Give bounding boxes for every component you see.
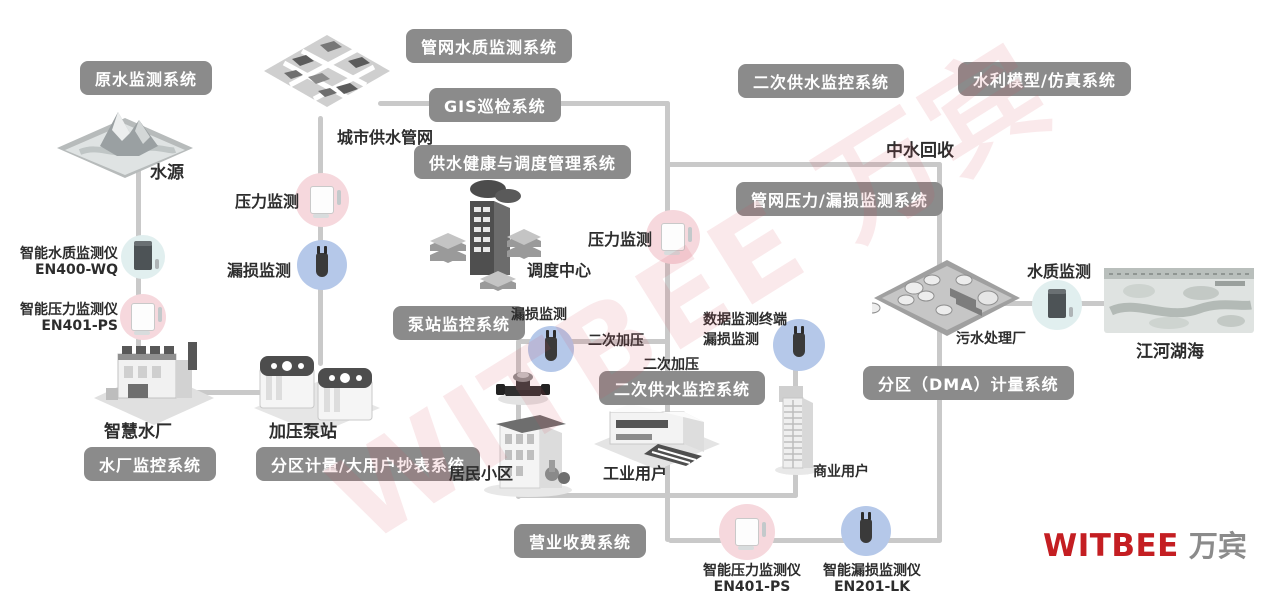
label-bottom-ps-model: EN401-PS <box>713 579 791 595</box>
logo-brand-cn: 万宾 <box>1188 529 1247 563</box>
label-residential: 居民小区 <box>449 464 514 483</box>
wq-logger-circle-left <box>121 235 165 279</box>
label-ps-device-name: 智能压力监测仪 <box>20 302 118 318</box>
pipe-bottom-devices <box>668 538 942 543</box>
label-bottom-lk-model: EN201-LK <box>833 579 911 595</box>
sysbox-district-meter: 分区计量/大用户抄表系统 <box>256 447 480 481</box>
sysbox-pump-monitor: 泵站监控系统 <box>393 306 526 340</box>
leak-circle-mid <box>528 326 574 372</box>
leak-device-icon <box>793 326 805 357</box>
label-reclaimed-water: 中水回收 <box>886 141 954 161</box>
sysbox-plant-monitor: 水厂监控系统 <box>84 447 217 481</box>
sewage-plant-icon <box>863 258 1022 342</box>
label-city-network: 城市供水管网 <box>337 128 434 147</box>
sysbox-dma-metering: 分区（DMA）计量系统 <box>863 366 1074 400</box>
pipe-main-vertical <box>665 101 670 542</box>
label-data-terminal-leak: 漏损监测 <box>703 332 759 348</box>
pipe-plant-to-pump <box>183 390 275 395</box>
pipe-secondary-branch <box>518 339 668 344</box>
water-quality-device-icon <box>134 241 159 270</box>
data-terminal-circle <box>773 319 825 371</box>
label-pressure-left: 压力监测 <box>235 192 300 211</box>
label-commercial: 商业用户 <box>813 464 869 480</box>
residential-building-icon <box>478 402 578 501</box>
pipe-branch-to-residential <box>516 339 521 499</box>
lk-circle-bottom <box>841 506 891 556</box>
leak-device-icon <box>545 330 557 361</box>
pump-station-icon <box>252 342 382 438</box>
pressure-circle-main <box>646 210 700 264</box>
dispatch-center-icon <box>428 175 543 304</box>
sysbox-dispatch-mgmt: 供水健康与调度管理系统 <box>414 145 632 179</box>
label-data-terminal: 数据监测终端 <box>703 312 787 328</box>
sysbox-billing: 营业收费系统 <box>514 524 647 558</box>
city-network-icon <box>262 33 392 132</box>
label-wq-device-name: 智能水质监测仪 <box>20 246 118 262</box>
water-source-icon <box>55 100 195 184</box>
water-meter-icon <box>496 365 550 409</box>
label-wq-right: 水质监测 <box>1027 262 1092 281</box>
label-pump-station: 加压泵站 <box>269 422 337 442</box>
pressure-circle-citynet <box>295 173 349 227</box>
leak-device-icon <box>316 246 328 277</box>
label-wq-device-model: EN400-WQ <box>34 262 118 278</box>
label-secondary-press-1: 二次加压 <box>588 333 644 349</box>
label-leak-mid: 漏损监测 <box>511 307 567 323</box>
ps-monitor-circle-left <box>120 294 166 340</box>
label-sewage-plant: 污水处理厂 <box>956 331 1026 347</box>
pipe-reclaimed-horizontal <box>665 162 942 167</box>
pressure-device-icon <box>131 303 162 335</box>
sysbox-network-quality: 管网水质监测系统 <box>406 29 573 63</box>
commercial-tower-icon <box>771 380 823 479</box>
pressure-device-icon <box>661 223 692 255</box>
water-quality-device-icon <box>1048 289 1073 318</box>
label-rivers-lakes: 江河湖海 <box>1136 342 1204 362</box>
sysbox-hydraulic-model: 水利模型/仿真系统 <box>958 62 1131 96</box>
label-pressure-right: 压力监测 <box>588 230 653 249</box>
label-industrial: 工业用户 <box>603 464 668 483</box>
leak-circle-citynet <box>297 240 347 290</box>
smart-plant-icon <box>92 330 217 429</box>
pipe-right-vertical <box>937 162 942 543</box>
label-ps-device-model: EN401-PS <box>41 318 118 334</box>
label-bottom-lk-name: 智能漏损监测仪 <box>823 563 921 579</box>
logo-brand-en: WITBEE <box>1043 528 1179 564</box>
sysbox-secondary-top: 二次供水监控系统 <box>738 64 905 98</box>
label-smart-plant: 智慧水厂 <box>104 422 172 442</box>
pipe-users-loop <box>516 493 798 498</box>
sysbox-pressure-leak: 管网压力/漏损监测系统 <box>736 182 943 216</box>
ps-circle-bottom <box>719 504 775 560</box>
label-dispatch-center: 调度中心 <box>527 261 592 280</box>
sysbox-secondary-mid: 二次供水监控系统 <box>599 371 766 405</box>
wq-circle-right <box>1032 280 1082 330</box>
pressure-device-icon <box>735 518 766 550</box>
label-leak-left: 漏损监测 <box>227 261 292 280</box>
label-secondary-press-2: 二次加压 <box>643 357 699 373</box>
label-water-source: 水源 <box>150 163 184 183</box>
rivers-lakes-icon <box>1103 263 1255 342</box>
leak-device-icon <box>860 512 872 543</box>
pressure-device-icon <box>310 186 341 218</box>
sysbox-raw-water: 原水监测系统 <box>80 61 213 95</box>
sysbox-gis: GIS巡检系统 <box>429 88 561 122</box>
industrial-building-icon <box>592 392 722 474</box>
witbee-logo: WITBEE 万宾 <box>1043 523 1247 565</box>
label-bottom-ps-name: 智能压力监测仪 <box>703 563 801 579</box>
